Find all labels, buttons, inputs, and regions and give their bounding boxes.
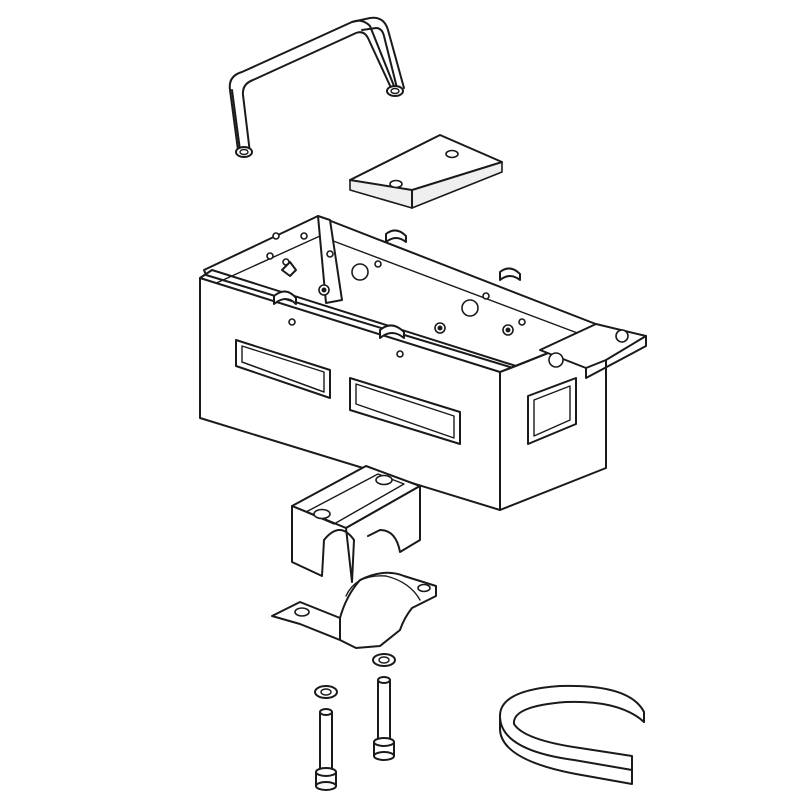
- flange-hole-2: [615, 329, 629, 343]
- bolt-right: [373, 676, 395, 761]
- window-left: [235, 339, 331, 399]
- u-handle: [228, 16, 405, 158]
- bolt-left: [315, 708, 337, 791]
- saddle-hole-1: [313, 508, 331, 520]
- strap-hole-1: [294, 607, 310, 617]
- lower-clamp-strap: [271, 571, 437, 649]
- washer-right: [372, 653, 396, 667]
- flange-hole-1: [548, 352, 564, 368]
- strap-hole-2: [417, 583, 431, 593]
- window-right: [527, 377, 577, 445]
- window-middle: [349, 377, 461, 445]
- plate-hole-1: [445, 149, 459, 159]
- upper-clamp-saddle: [291, 465, 421, 583]
- saddle-hole-2: [375, 474, 393, 486]
- strap-band: [499, 684, 645, 785]
- plate-hole-2: [389, 179, 403, 189]
- mounting-box: [199, 215, 647, 511]
- cover-plate: [349, 134, 503, 209]
- washer-left: [314, 685, 338, 699]
